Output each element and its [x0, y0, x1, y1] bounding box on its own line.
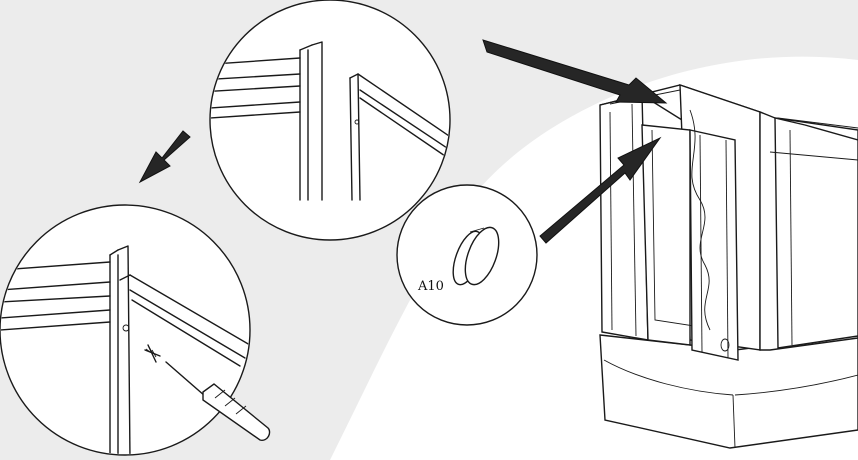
end-cap-icon [452, 226, 500, 286]
zoom-circle-bottom [0, 204, 271, 456]
arrow-icon [138, 130, 191, 184]
frame-detail-bottom [1, 245, 249, 454]
arrow-icon [482, 39, 668, 104]
screwdriver-icon [165, 361, 271, 441]
screw-icon [144, 344, 161, 363]
part-a10-callout: A10 [396, 184, 538, 326]
arrow-icon [539, 136, 662, 244]
part-label: A10 [417, 279, 444, 294]
shower-cabin [599, 84, 858, 449]
